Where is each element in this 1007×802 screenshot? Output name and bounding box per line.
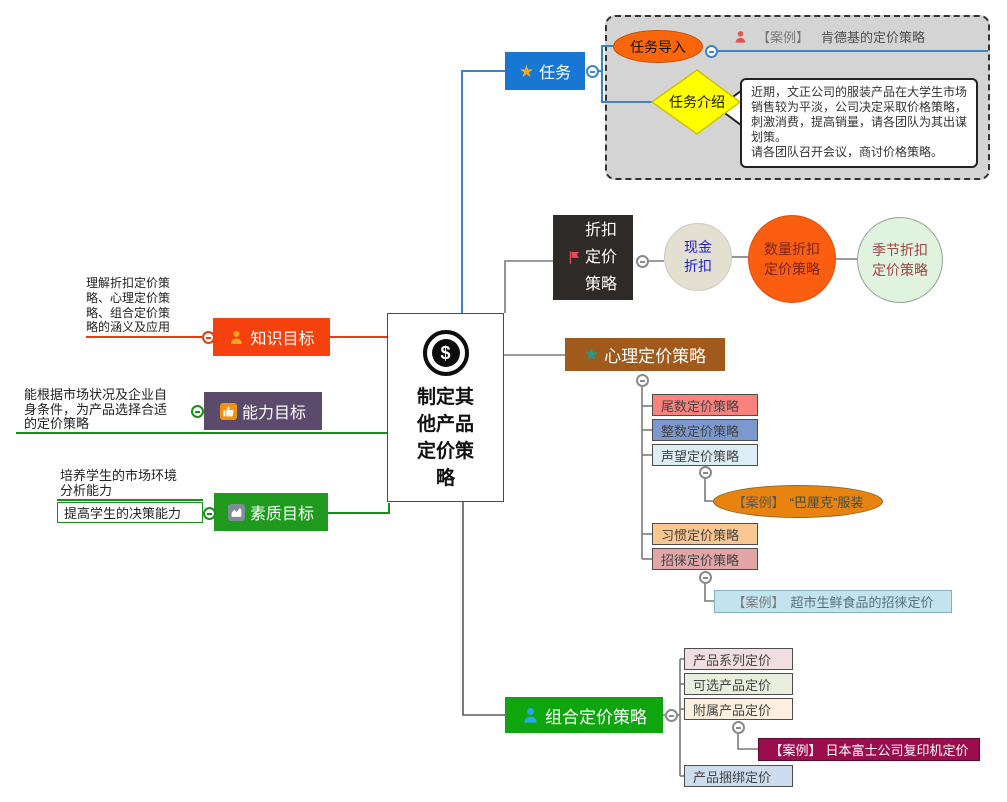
- node-combination-pricing[interactable]: 组合定价策略: [505, 697, 663, 733]
- central-topic[interactable]: $ 制定其他产品定价策略: [387, 313, 504, 502]
- node-case-balike[interactable]: 【案例】 “巴厘克”服装: [713, 485, 883, 518]
- node-quality-objective[interactable]: 素质目标: [214, 493, 328, 531]
- collapse-toggle-kfc-case[interactable]: [705, 45, 718, 58]
- collapse-toggle-discount[interactable]: [636, 255, 649, 268]
- loss-leader-pricing-label: 招徕定价策略: [661, 552, 740, 568]
- quality-note-2[interactable]: 提高学生的决策能力: [57, 502, 203, 523]
- knowledge-note[interactable]: 理解折扣定价策 略、心理定价策 略、组合定价策 略的涵义及应用: [86, 276, 171, 335]
- collapse-toggle-task[interactable]: [586, 65, 599, 78]
- collapse-toggle-quality[interactable]: [203, 507, 216, 520]
- integer-pricing-label: 整数定价策略: [661, 423, 740, 439]
- thumbs-up-icon: [219, 402, 237, 420]
- product-line-pricing-label: 产品系列定价: [693, 652, 772, 668]
- case-prefix: 【案例】: [757, 30, 810, 45]
- case-supermarket-text: 超市生鲜食品的招徕定价: [790, 595, 934, 610]
- node-cash-discount[interactable]: 现金折扣: [664, 223, 732, 291]
- node-case-kfc[interactable]: 【案例】 肯德基的定价策略: [733, 27, 925, 46]
- captive-product-pricing-label: 附属产品定价: [693, 702, 772, 718]
- node-case-fuji[interactable]: 【案例】 日本富士公司复印机定价: [758, 738, 980, 761]
- optional-product-pricing-label: 可选产品定价: [693, 677, 772, 693]
- node-captive-product-pricing[interactable]: 附属产品定价: [684, 698, 793, 720]
- habitual-pricing-label: 习惯定价策略: [661, 527, 740, 543]
- task-desc-label: 任务介绍: [669, 94, 725, 110]
- node-task-desc[interactable]: 任务介绍: [650, 92, 744, 112]
- dollar-coin-icon: $: [422, 330, 469, 376]
- collapse-toggle-knowledge[interactable]: [202, 331, 215, 344]
- ability-label: 能力目标: [241, 405, 306, 422]
- area-chart-icon: [227, 503, 245, 521]
- quantity-discount-label: 数量折扣定价策略: [764, 241, 820, 277]
- task-callout-bubble: 近期，文正公司的服装产品在大学生市场销售较为平淡，公司决定采取价格策略，刺激消费…: [740, 78, 978, 168]
- case-fuji-text: 日本富士公司复印机定价: [825, 743, 969, 758]
- node-optional-product-pricing[interactable]: 可选产品定价: [684, 673, 793, 695]
- odd-pricing-label: 尾数定价策略: [661, 398, 740, 414]
- combo-label: 组合定价策略: [545, 707, 647, 727]
- flag-icon: [569, 251, 580, 264]
- node-product-line-pricing[interactable]: 产品系列定价: [684, 648, 793, 670]
- node-task-intro[interactable]: 任务导入: [613, 30, 703, 63]
- star-icon: ★: [583, 345, 600, 364]
- star-icon: ★: [518, 61, 535, 81]
- psych-label: 心理定价策略: [604, 347, 707, 366]
- node-knowledge-objective[interactable]: 知识目标: [213, 318, 330, 356]
- person-icon: [735, 30, 746, 43]
- collapse-toggle-prestige[interactable]: [699, 466, 712, 479]
- node-case-supermarket[interactable]: 【案例】 超市生鲜食品的招徕定价: [714, 590, 952, 613]
- node-product-bundle-pricing[interactable]: 产品捆绑定价: [684, 765, 793, 787]
- seasonal-discount-label: 季节折扣定价策略: [872, 242, 928, 278]
- central-topic-label: 制定其他产品定价策略: [416, 387, 474, 489]
- product-bundle-pricing-label: 产品捆绑定价: [693, 769, 772, 785]
- case-kfc-text: 肯德基的定价策略: [821, 30, 926, 45]
- node-task[interactable]: ★ 任务: [505, 52, 585, 90]
- prestige-pricing-label: 声望定价策略: [661, 448, 740, 464]
- discount-label: 折扣定价策略: [585, 222, 618, 293]
- quality-label: 素质目标: [249, 506, 314, 523]
- node-quantity-discount[interactable]: 数量折扣定价策略: [748, 215, 836, 303]
- task-callout-text: 近期，文正公司的服装产品在大学生市场销售较为平淡，公司决定采取价格策略，刺激消费…: [751, 85, 968, 159]
- case-prefix: 【案例】: [732, 595, 785, 610]
- node-discount-pricing[interactable]: 折扣定价策略: [553, 215, 633, 300]
- knowledge-label: 知识目标: [250, 331, 315, 348]
- task-intro-label: 任务导入: [630, 38, 686, 55]
- collapse-toggle-psych[interactable]: [636, 374, 649, 387]
- node-integer-pricing[interactable]: 整数定价策略: [652, 419, 758, 441]
- ability-note[interactable]: 能根据市场状况及企业自 身条件，为产品选择合适 的定价策略: [24, 387, 168, 432]
- quality-note-2-text: 提高学生的决策能力: [64, 506, 182, 521]
- collapse-toggle-combo[interactable]: [665, 709, 678, 722]
- collapse-toggle-attract[interactable]: [699, 571, 712, 584]
- node-psychological-pricing[interactable]: ★ 心理定价策略: [565, 338, 725, 371]
- person-icon: [524, 707, 537, 723]
- node-prestige-pricing[interactable]: 声望定价策略: [652, 444, 758, 466]
- task-label: 任务: [539, 65, 572, 82]
- node-odd-pricing[interactable]: 尾数定价策略: [652, 394, 758, 416]
- node-habitual-pricing[interactable]: 习惯定价策略: [652, 523, 758, 545]
- node-loss-leader-pricing[interactable]: 招徕定价策略: [652, 548, 758, 570]
- quality-note-1[interactable]: 培养学生的市场环境 分析能力: [60, 468, 178, 498]
- cash-discount-label: 现金折扣: [684, 239, 712, 274]
- case-prefix: 【案例】: [769, 743, 822, 758]
- collapse-toggle-ability[interactable]: [191, 405, 204, 418]
- case-prefix: 【案例】: [732, 495, 785, 510]
- dollar-sign: $: [440, 342, 451, 363]
- collapse-toggle-captive[interactable]: [732, 721, 745, 734]
- person-icon: [231, 330, 243, 344]
- case-balike-text: “巴厘克”服装: [789, 495, 864, 510]
- node-ability-objective[interactable]: 能力目标: [204, 392, 322, 430]
- node-seasonal-discount[interactable]: 季节折扣定价策略: [857, 217, 943, 303]
